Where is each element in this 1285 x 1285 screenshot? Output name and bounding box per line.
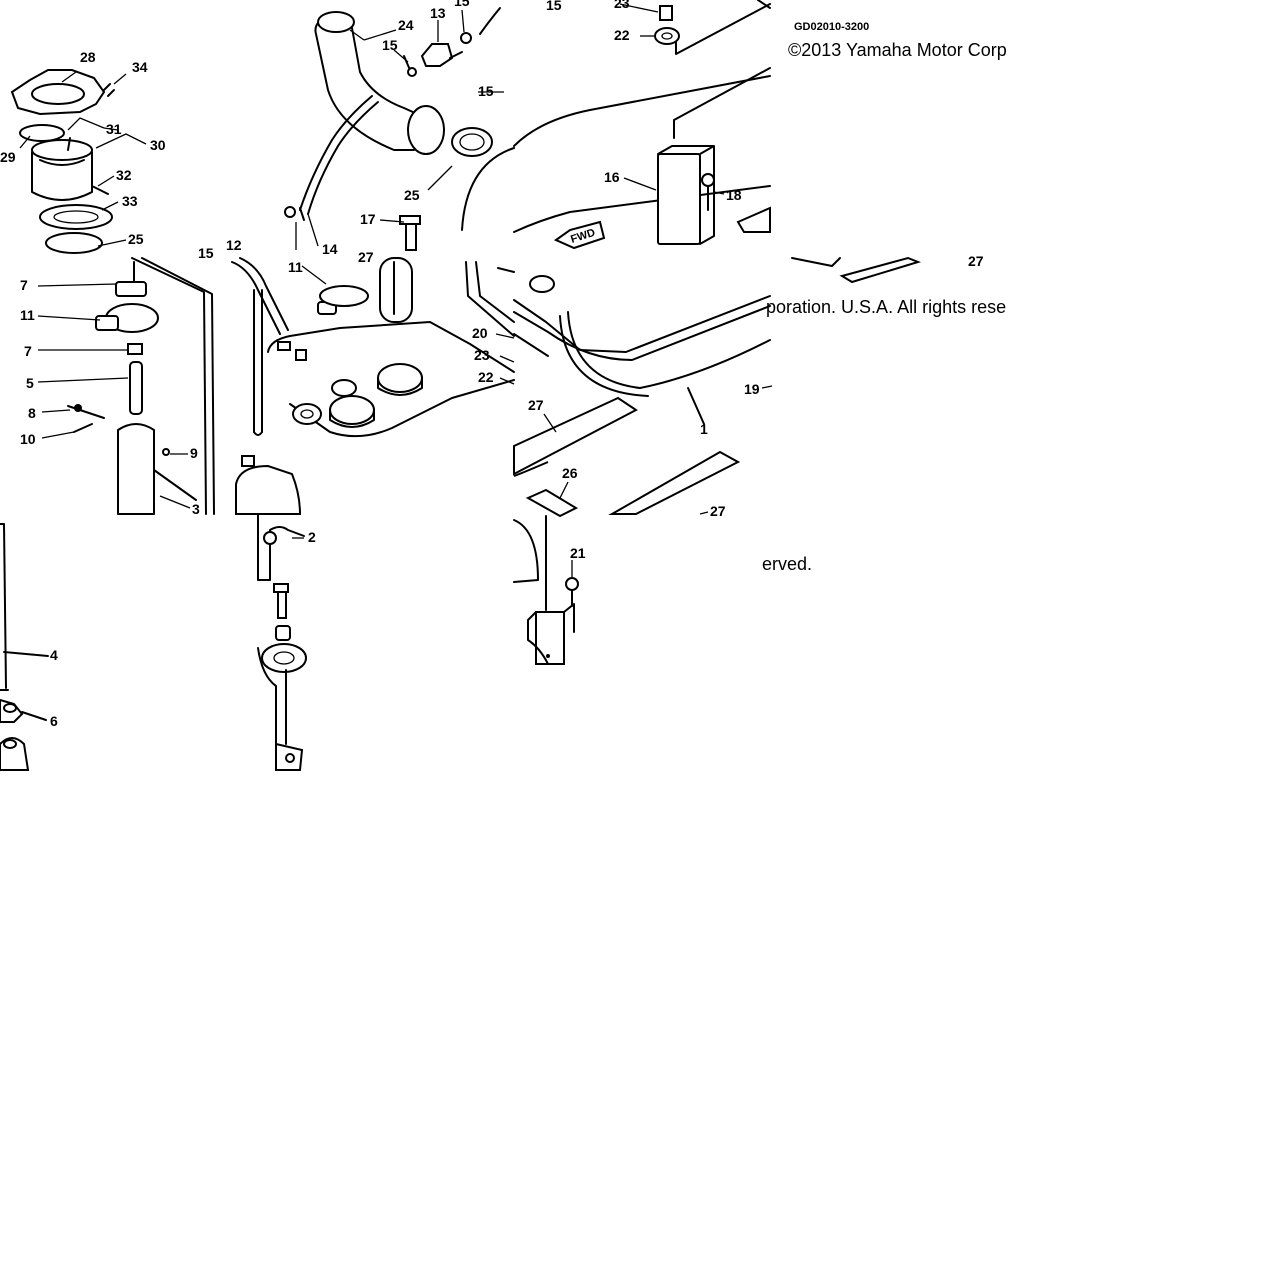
callout-16: 16 (604, 169, 620, 185)
rubber-strips (513, 396, 741, 515)
copyright-line-2: poration. U.S.A. All rights rese (766, 297, 1006, 317)
callout-3: 3 (192, 501, 200, 517)
callout-26: 26 (562, 465, 578, 481)
callout-11-mid: 11 (288, 259, 303, 275)
part-code: GD02010-3200 (794, 21, 869, 33)
callout-1: 1 (700, 421, 708, 437)
callout-22-top: 22 (614, 27, 630, 43)
callout-23-lower: 23 (474, 347, 490, 363)
copyright-line-1: ©2013 Yamaha Motor Corp (788, 40, 1007, 60)
callout-7-upper: 7 (20, 277, 28, 293)
callout-33: 33 (122, 193, 138, 209)
callout-7-lower: 7 (24, 343, 32, 359)
callout-2: 2 (308, 529, 316, 545)
callout-27-bottom: 27 (710, 503, 726, 519)
fuel-tank (461, 0, 922, 425)
callout-20: 20 (472, 325, 488, 341)
fuel-pickup-tube (67, 261, 197, 515)
callout-27-right: 27 (968, 253, 984, 269)
callout-6: 6 (50, 713, 58, 729)
callout-5: 5 (26, 375, 34, 391)
callout-8: 8 (28, 405, 36, 421)
callout-13: 13 (430, 5, 446, 21)
callout-21: 21 (570, 545, 586, 561)
callout-27-strip: 27 (528, 397, 544, 413)
breather-hose (231, 257, 307, 467)
callout-30: 30 (150, 137, 166, 153)
callout-15-left: 15 (198, 245, 214, 261)
lower-fuel-pipes (0, 523, 49, 771)
mounting-bracket (513, 488, 579, 665)
callout-32: 32 (116, 167, 132, 183)
callout-9: 9 (190, 445, 198, 461)
callout-numbers: 28 34 31 30 29 32 33 25 15 12 7 11 7 5 8… (0, 0, 984, 729)
callout-4: 4 (50, 647, 58, 663)
long-fuel-pipe (131, 257, 215, 515)
callout-25-mid: 25 (404, 187, 420, 203)
callout-29: 29 (0, 149, 16, 165)
callout-19: 19 (744, 381, 760, 397)
callout-34: 34 (132, 59, 148, 75)
callout-15-right: 15 (478, 83, 494, 99)
fuel-cock-body (235, 464, 307, 771)
fuel-filler-elbow (284, 7, 501, 221)
callout-18: 18 (726, 187, 742, 203)
callout-28: 28 (80, 49, 96, 65)
callout-15-tank: 15 (546, 0, 562, 13)
callout-17: 17 (360, 211, 376, 227)
callout-25-left: 25 (128, 231, 144, 247)
callout-15-mid: 15 (382, 37, 398, 53)
copyright-line-3: erved. (762, 554, 812, 574)
callout-24: 24 (398, 17, 414, 33)
callout-27-stub: 27 (358, 249, 374, 265)
callout-10: 10 (20, 431, 36, 447)
callout-31: 31 (106, 121, 122, 137)
fwd-arrow: FWD (553, 220, 606, 250)
callout-15-top: 15 (454, 0, 470, 9)
leader-lines (19, 3, 773, 578)
filler-cap-assembly (10, 69, 115, 254)
callout-12: 12 (226, 237, 242, 253)
callout-23-top: 23 (614, 0, 630, 11)
callout-11-left: 11 (20, 307, 35, 323)
callout-14: 14 (322, 241, 338, 257)
callout-22-lower: 22 (478, 369, 494, 385)
gasket-plate (267, 215, 515, 438)
